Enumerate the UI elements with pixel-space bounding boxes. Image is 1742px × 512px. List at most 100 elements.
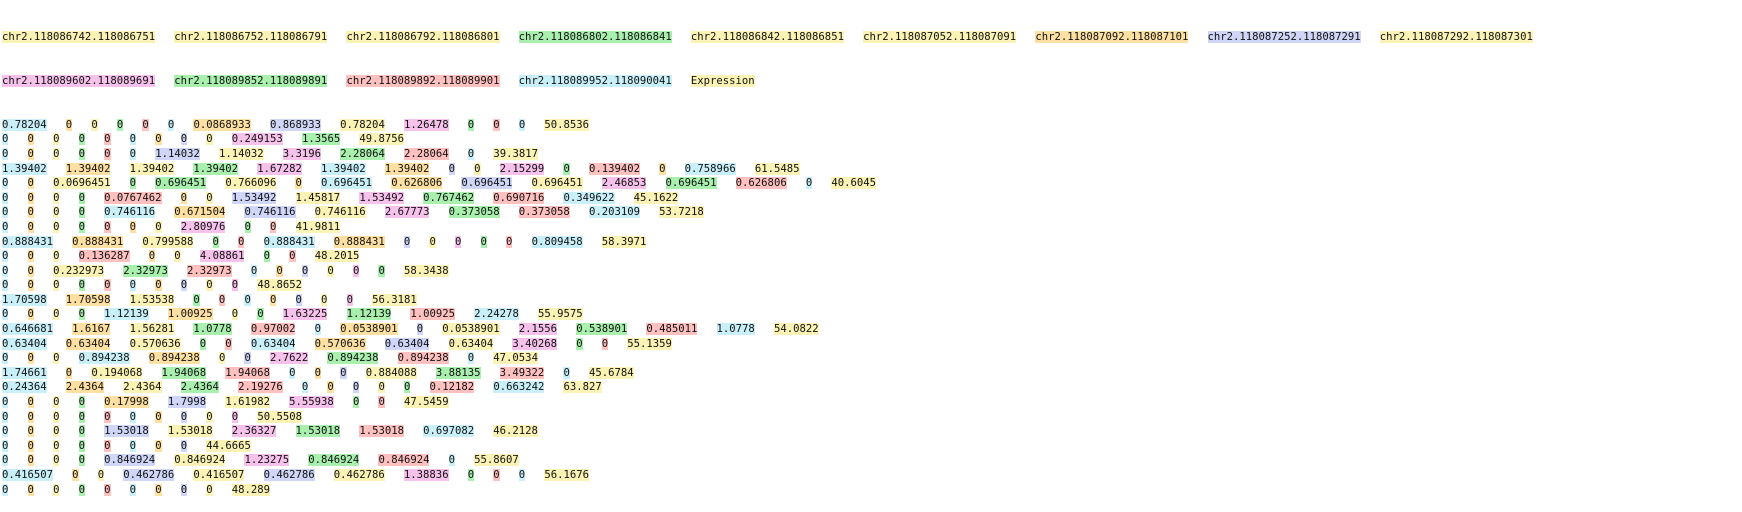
table-cell: 0 (518, 469, 526, 481)
table-cell: 0 (167, 118, 175, 131)
table-row: 0 0 0 0 1.12139 1.00925 0 0 1.63225 1.12… (2, 307, 1742, 322)
table-cell: 2.15299 (499, 162, 545, 175)
table-cell: 0 (378, 396, 385, 409)
table-row: 0 0 0 0 0 0 0 2.80976 0 0 41.9811 (2, 220, 1742, 235)
table-cell: 1.39402 (384, 162, 430, 175)
table-cell: 0.63404 (448, 337, 494, 350)
table-cell: 0.626806 (735, 177, 787, 190)
table-cell: 0 (27, 352, 34, 365)
table-cell: 0 (2, 308, 9, 321)
table-cell: 0 (206, 410, 213, 423)
table-cell: 3.40268 (512, 337, 558, 350)
table-cell: 0.538901 (576, 323, 628, 336)
header-cell: chr2.118089952.118090041 (518, 74, 672, 87)
table-cell: 0 (206, 191, 213, 204)
table-cell: 1.14032 (155, 147, 200, 160)
table-cell: 0 (2, 454, 9, 467)
table-row: 0 0 0 0 0 0 0 0 0 0 48.8652 (2, 278, 1742, 293)
table-cell: 0 (467, 147, 475, 160)
table-cell: 0 (27, 264, 34, 277)
table-cell: 0 (53, 410, 60, 423)
table-cell: 0 (129, 279, 137, 292)
table-cell: 0 (193, 293, 200, 306)
table-cell: 0.0767462 (104, 191, 162, 204)
table-cell: 0 (429, 235, 436, 248)
table-cell: 0.570636 (314, 337, 366, 350)
table-cell: 0 (27, 410, 34, 423)
table-cell: 0.696451 (321, 177, 373, 190)
table-cell: 0.78204 (340, 118, 385, 131)
table-row: 0 0 0 0 0.846924 0.846924 1.23275 0.8469… (2, 453, 1742, 468)
header-cell: chr2.118087252.118087291 (1207, 31, 1361, 44)
table-cell: 0 (116, 118, 124, 131)
table-row: 0.63404 0.63404 0.570636 0 0 0.63404 0.5… (2, 337, 1742, 352)
table-cell: 0.139402 (588, 162, 640, 175)
table-cell: 0 (53, 308, 60, 321)
table-cell: 0 (65, 366, 73, 379)
table-cell: 2.46853 (601, 177, 647, 190)
table-cell: 0 (72, 469, 79, 481)
table-cell: 0 (78, 133, 85, 146)
table-row: 0.888431 0.888431 0.799588 0 0 0.888431 … (2, 235, 1742, 250)
table-cell: 0 (2, 191, 9, 204)
table-cell: 0 (155, 410, 162, 423)
table-cell: 0.809458 (531, 235, 583, 248)
table-cell: 0 (129, 133, 137, 146)
table-cell: 0.846924 (174, 454, 226, 467)
table-cell: 1.39402 (193, 162, 239, 175)
table-cell: 0.349622 (563, 191, 615, 204)
table-cell: 2.67773 (384, 206, 430, 219)
table-cell: 0 (2, 352, 9, 365)
table-cell: 0 (78, 396, 85, 409)
header-cell: chr2.118086802.118086841 (518, 31, 672, 44)
table-cell: 61.5485 (754, 162, 800, 175)
header-cell: chr2.118086792.118086801 (346, 31, 500, 44)
table-cell: 0 (27, 206, 34, 219)
table-cell: 0.63404 (384, 337, 430, 350)
table-cell: 2.28064 (404, 147, 449, 160)
table-cell: 0.232973 (53, 264, 105, 277)
table-cell: 0 (301, 264, 309, 277)
table-cell: 0 (2, 396, 9, 409)
table-cell: 0.63404 (65, 337, 111, 350)
table-cell: 63.827 (563, 381, 602, 394)
table-cell: 1.53018 (295, 425, 341, 438)
table-cell: 0 (104, 410, 111, 423)
table-cell: 0.894238 (397, 352, 449, 365)
table-cell: 0.462786 (333, 469, 385, 481)
table-cell: 0.12182 (429, 381, 475, 394)
table-cell: 0.746116 (104, 206, 156, 219)
header-cell: chr2.118086842.118086851 (690, 31, 844, 44)
table-cell: 0 (250, 264, 258, 277)
table-row: 0 0 0 0 0 0 1.14032 1.14032 3.3196 2.280… (2, 147, 1742, 162)
table-cell: 0.0696451 (53, 177, 111, 190)
table-cell: 0 (155, 279, 162, 292)
table-cell: 45.6784 (588, 366, 634, 379)
table-cell: 0.846924 (104, 454, 156, 467)
table-cell: 1.53538 (129, 293, 175, 306)
table-cell: 1.38836 (403, 469, 449, 481)
table-cell: 2.28064 (340, 147, 385, 160)
table-cell: 0 (180, 279, 188, 292)
table-cell: 0 (493, 469, 500, 481)
table-cell: 0 (27, 191, 34, 204)
table-cell: 0 (314, 366, 322, 379)
table-cell: 0.570636 (129, 337, 181, 350)
table-cell: 0 (231, 308, 239, 321)
table-cell: 0.671504 (174, 206, 226, 219)
table-cell: 0 (2, 410, 9, 423)
table-cell: 0 (78, 308, 85, 321)
table-cell: 0 (129, 147, 137, 160)
table-row: 0.78204 0 0 0 0 0 0.0868933 0.868933 0.7… (2, 118, 1742, 133)
table-cell: 0.888431 (72, 235, 124, 248)
table-cell: 0.416507 (193, 469, 245, 481)
table-cell: 0 (78, 147, 85, 160)
table-cell: 2.80976 (180, 220, 226, 233)
table-cell: 0 (346, 293, 353, 306)
table-cell: 0.884088 (365, 366, 417, 379)
table-cell: 0 (27, 483, 34, 496)
table-cell: 0 (53, 147, 60, 160)
table-cell: 0 (378, 381, 385, 394)
table-cell: 0 (129, 220, 137, 233)
table-row: 0 0 0.0696451 0 0.696451 0.766096 0 0.69… (2, 176, 1742, 191)
